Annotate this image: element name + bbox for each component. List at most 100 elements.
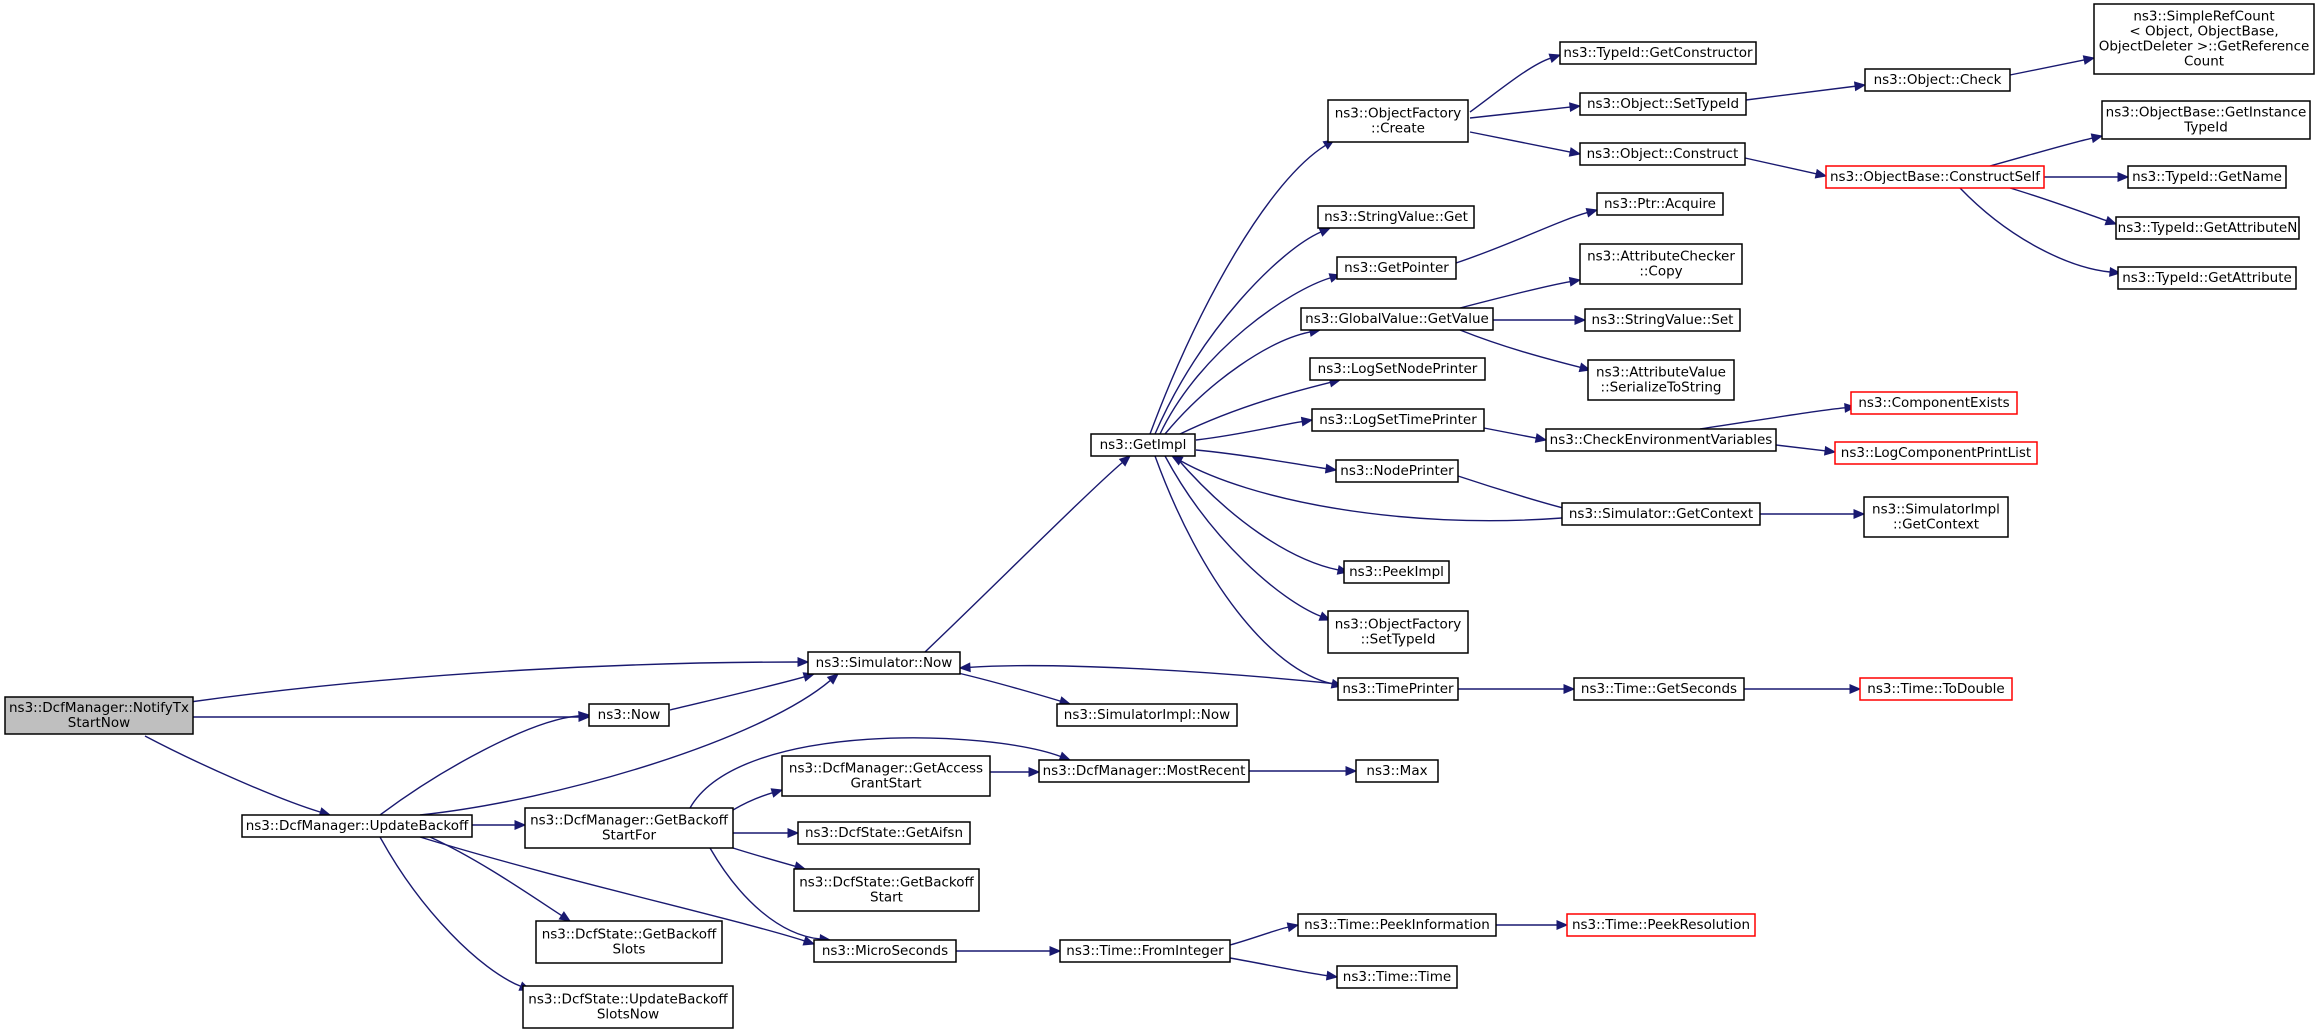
node-box[interactable] <box>1850 391 2018 415</box>
node-box[interactable] <box>1297 913 1497 937</box>
node-box[interactable] <box>2117 266 2297 290</box>
node-box[interactable] <box>1311 408 1485 432</box>
node-box[interactable] <box>1336 965 1458 989</box>
node-box[interactable] <box>2115 216 2300 240</box>
node-time_time[interactable]: ns3::Time::Time <box>1336 965 1458 989</box>
node-obj_settypeid[interactable]: ns3::Object::SetTypeId <box>1579 92 1747 116</box>
node-microseconds[interactable]: ns3::MicroSeconds <box>813 939 957 963</box>
node-peek_impl[interactable]: ns3::PeekImpl <box>1343 560 1450 584</box>
node-box[interactable] <box>1327 99 1469 143</box>
node-typeid_getattrn[interactable]: ns3::TypeId::GetAttributeN <box>2115 216 2300 240</box>
node-gv_getvalue[interactable]: ns3::GlobalValue::GetValue <box>1300 307 1494 331</box>
node-box[interactable] <box>1579 92 1747 116</box>
node-box[interactable] <box>2093 3 2315 75</box>
node-box[interactable] <box>1596 192 1724 216</box>
node-box[interactable] <box>1859 677 2013 701</box>
node-log_node_printer[interactable]: ns3::LogSetNodePrinter <box>1309 357 1486 381</box>
node-ob_constructself[interactable]: ns3::ObjectBase::ConstructSelf <box>1825 165 2045 189</box>
node-box[interactable] <box>1579 142 1746 166</box>
node-box[interactable] <box>781 755 991 797</box>
node-of_create[interactable]: ns3::ObjectFactory::Create <box>1327 99 1469 143</box>
node-attr_checker_copy[interactable]: ns3::AttributeChecker::Copy <box>1579 243 1743 285</box>
node-max[interactable]: ns3::Max <box>1355 759 1439 783</box>
node-box[interactable] <box>1587 359 1735 401</box>
node-box[interactable] <box>1559 41 1757 65</box>
node-box[interactable] <box>1317 205 1475 229</box>
node-box[interactable] <box>1059 939 1231 963</box>
node-simimpl_getcontext[interactable]: ns3::SimulatorImpl::GetContext <box>1863 496 2009 538</box>
node-box[interactable] <box>1863 496 2009 538</box>
node-box[interactable] <box>535 920 723 964</box>
node-box[interactable] <box>1825 165 2045 189</box>
node-typeid_getname[interactable]: ns3::TypeId::GetName <box>2127 165 2287 189</box>
node-get_pointer[interactable]: ns3::GetPointer <box>1336 256 1457 280</box>
node-get_aifsn[interactable]: ns3::DcfState::GetAifsn <box>797 821 971 845</box>
node-log_time_printer[interactable]: ns3::LogSetTimePrinter <box>1311 408 1485 432</box>
node-time_getseconds[interactable]: ns3::Time::GetSeconds <box>1573 677 1745 701</box>
node-box[interactable] <box>1309 357 1486 381</box>
node-box[interactable] <box>793 868 980 912</box>
node-box[interactable] <box>2101 100 2311 140</box>
node-time_peek_res[interactable]: ns3::Time::PeekResolution <box>1566 913 1756 937</box>
node-box[interactable] <box>1038 759 1250 783</box>
node-obj_construct[interactable]: ns3::Object::Construct <box>1579 142 1746 166</box>
node-stringvalue_set[interactable]: ns3::StringValue::Set <box>1584 308 1741 332</box>
node-box[interactable] <box>813 939 957 963</box>
node-time_from_integer[interactable]: ns3::Time::FromInteger <box>1059 939 1231 963</box>
node-box[interactable] <box>2127 165 2287 189</box>
node-obj_check[interactable]: ns3::Object::Check <box>1864 68 2011 92</box>
node-component_exists[interactable]: ns3::ComponentExists <box>1850 391 2018 415</box>
node-stringvalue_get[interactable]: ns3::StringValue::Get <box>1317 205 1475 229</box>
node-box[interactable] <box>1566 913 1756 937</box>
node-box[interactable] <box>4 696 194 735</box>
node-box[interactable] <box>1561 502 1761 526</box>
node-box[interactable] <box>807 651 961 675</box>
node-most_recent[interactable]: ns3::DcfManager::MostRecent <box>1038 759 1250 783</box>
node-box[interactable] <box>1056 703 1238 727</box>
node-now[interactable]: ns3::Now <box>588 703 670 727</box>
node-typeid_getattr[interactable]: ns3::TypeId::GetAttribute <box>2117 266 2297 290</box>
node-box[interactable] <box>1834 441 2038 465</box>
node-box[interactable] <box>1336 256 1457 280</box>
node-box[interactable] <box>1545 428 1777 452</box>
node-time_todouble[interactable]: ns3::Time::ToDouble <box>1859 677 2013 701</box>
node-ptr_acquire[interactable]: ns3::Ptr::Acquire <box>1596 192 1724 216</box>
node-box[interactable] <box>241 814 473 838</box>
node-box[interactable] <box>588 703 670 727</box>
node-of_settypeid[interactable]: ns3::ObjectFactory::SetTypeId <box>1327 610 1469 654</box>
node-box[interactable] <box>1343 560 1450 584</box>
node-box[interactable] <box>524 807 734 849</box>
node-time_peek_info[interactable]: ns3::Time::PeekInformation <box>1297 913 1497 937</box>
node-box[interactable] <box>1300 307 1494 331</box>
node-attr_value_serialize[interactable]: ns3::AttributeValue::SerializeToString <box>1587 359 1735 401</box>
node-sim_getcontext[interactable]: ns3::Simulator::GetContext <box>1561 502 1761 526</box>
node-time_printer[interactable]: ns3::TimePrinter <box>1337 677 1459 701</box>
node-simimpl_now[interactable]: ns3::SimulatorImpl::Now <box>1056 703 1238 727</box>
node-log_component_print[interactable]: ns3::LogComponentPrintList <box>1834 441 2038 465</box>
node-get_impl[interactable]: ns3::GetImpl <box>1090 433 1196 457</box>
node-box[interactable] <box>1327 610 1469 654</box>
node-node_printer[interactable]: ns3::NodePrinter <box>1335 459 1459 483</box>
node-box[interactable] <box>1090 433 1196 457</box>
node-box[interactable] <box>1573 677 1745 701</box>
node-check_env[interactable]: ns3::CheckEnvironmentVariables <box>1545 428 1777 452</box>
node-update_backoff[interactable]: ns3::DcfManager::UpdateBackoff <box>241 814 473 838</box>
node-box[interactable] <box>797 821 971 845</box>
node-typeid_getctor[interactable]: ns3::TypeId::GetConstructor <box>1559 41 1757 65</box>
node-box[interactable] <box>1584 308 1741 332</box>
node-box[interactable] <box>1337 677 1459 701</box>
node-refcount[interactable]: ns3::SimpleRefCount< Object, ObjectBase,… <box>2093 3 2315 75</box>
node-sim_now[interactable]: ns3::Simulator::Now <box>807 651 961 675</box>
node-box[interactable] <box>1864 68 2011 92</box>
node-box[interactable] <box>1335 459 1459 483</box>
node-box[interactable] <box>522 985 734 1029</box>
node-box[interactable] <box>1579 243 1743 285</box>
node-box[interactable] <box>1355 759 1439 783</box>
